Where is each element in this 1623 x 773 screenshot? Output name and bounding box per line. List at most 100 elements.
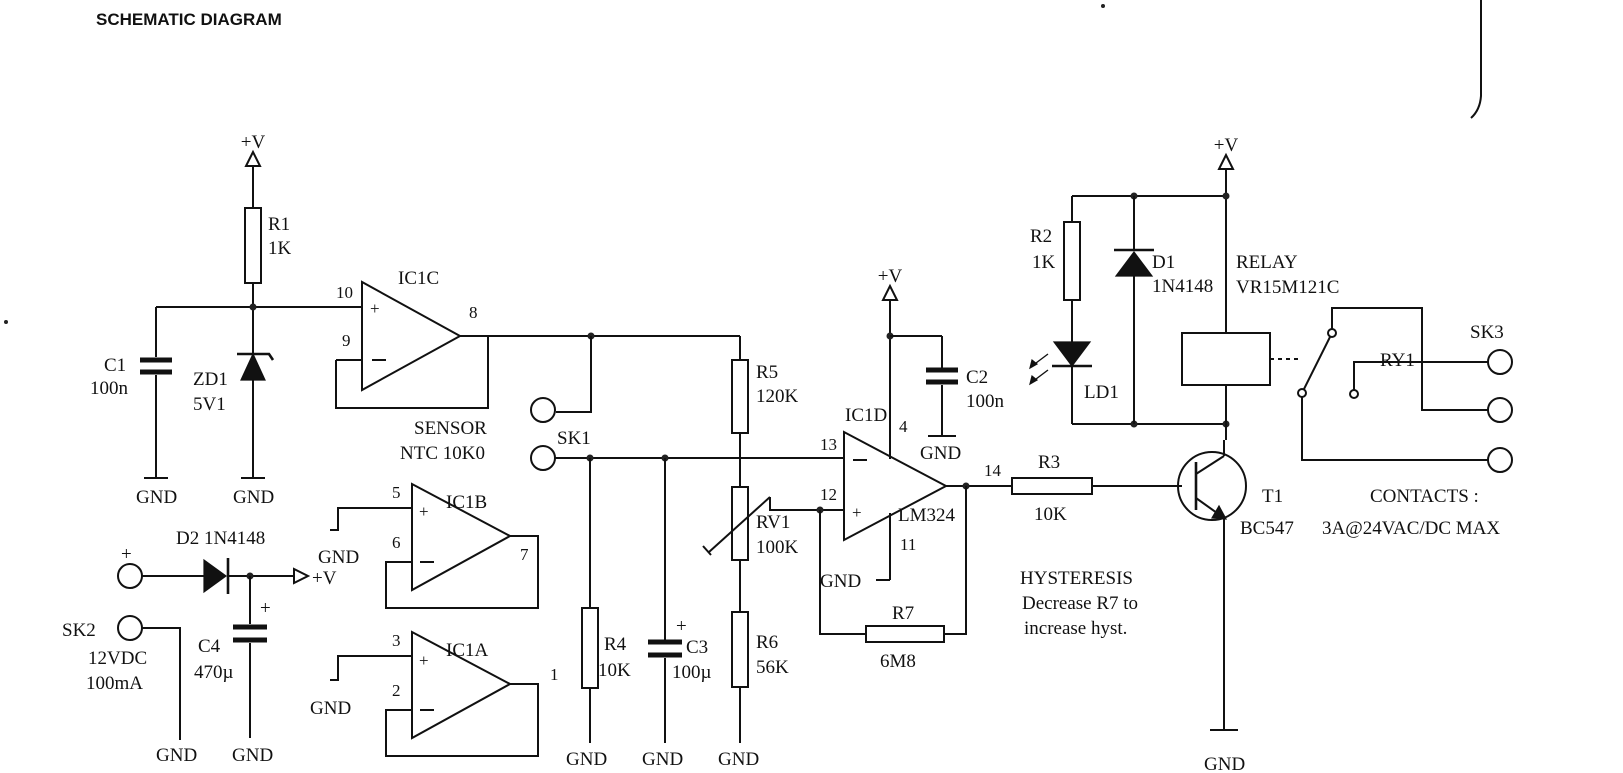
- hysteresis-note: increase hyst.: [1024, 618, 1127, 639]
- contacts-label: CONTACTS :: [1370, 486, 1479, 507]
- power-terminal-negative[interactable]: [117, 615, 143, 641]
- gnd-label: GND: [566, 749, 607, 770]
- sensor-type: NTC 10K0: [400, 443, 485, 464]
- r4-name: R4: [604, 634, 627, 655]
- d2-label: D2 1N4148: [176, 528, 265, 549]
- capacitor-c2: [926, 367, 958, 385]
- relay-coil: [1181, 332, 1271, 386]
- gnd-label: GND: [1204, 754, 1245, 773]
- sensor-pad-bottom[interactable]: [530, 445, 556, 471]
- r7-name: R7: [892, 603, 914, 624]
- vcc-symbol-relay: +V: [1214, 135, 1238, 170]
- c4-name: C4: [198, 636, 221, 657]
- opamp-ic1a: [411, 630, 513, 740]
- vcc-symbol-ic1d: +V: [878, 266, 903, 301]
- c2-name: C2: [966, 367, 988, 388]
- opamp-ic1b: [411, 482, 513, 592]
- zd1-name: ZD1: [193, 369, 228, 390]
- power-terminal-positive[interactable]: [117, 563, 143, 589]
- d1-value: 1N4148: [1152, 276, 1213, 297]
- terminal-sk3-nc[interactable]: [1487, 447, 1513, 473]
- ic1d-pin13: 13: [820, 435, 837, 454]
- hysteresis-note: Decrease R7 to: [1022, 593, 1138, 614]
- sk1-name: SK1: [557, 428, 591, 449]
- r4-value: 10K: [598, 660, 631, 681]
- vcc-output-arrow: +V: [293, 567, 337, 589]
- hysteresis-title: HYSTERESIS: [1020, 568, 1133, 589]
- ic1d-part: LM324: [898, 505, 956, 526]
- page-title: SCHEMATIC DIAGRAM: [96, 10, 282, 29]
- ld1-name: LD1: [1084, 382, 1119, 403]
- resistor-r4: [581, 607, 599, 689]
- c4-plus: +: [260, 598, 271, 619]
- resistor-r5: [731, 359, 749, 434]
- capacitor-c1: [140, 357, 172, 375]
- ic1c-name: IC1C: [398, 268, 439, 289]
- scan-speck: [1101, 4, 1105, 8]
- gnd-label: GND: [642, 749, 683, 770]
- r3-name: R3: [1038, 452, 1060, 473]
- r7-value: 6M8: [880, 651, 916, 672]
- ic1d-pin14: 14: [984, 461, 1002, 480]
- r2-value: 1K: [1032, 252, 1056, 273]
- vcc-symbol-r1: +V: [241, 132, 266, 167]
- zener-diode-zd1: [237, 352, 275, 381]
- ic1d-pin12: 12: [820, 485, 837, 504]
- relay-part: VR15M121C: [1236, 277, 1339, 298]
- svg-text:+: +: [419, 502, 429, 521]
- sk2-current: 100mA: [86, 673, 143, 694]
- r3-value: 10K: [1034, 504, 1067, 525]
- resistor-r1: [244, 207, 262, 284]
- svg-text:+V: +V: [312, 568, 337, 589]
- c3-value: 100µ: [672, 662, 712, 683]
- diode-d2: [203, 558, 230, 594]
- ic1d-pin11: 11: [900, 535, 916, 554]
- c1-name: C1: [104, 355, 126, 376]
- ic1b-pin5: 5: [392, 483, 401, 502]
- led-ld1: [1029, 341, 1092, 386]
- ic1a-name: IC1A: [446, 640, 489, 661]
- ic1b-pin7: 7: [520, 545, 529, 564]
- d1-name: D1: [1152, 252, 1175, 273]
- opamp-ic1d: [843, 430, 949, 542]
- terminal-sk3: [1487, 349, 1513, 473]
- ic1c-pin9: 9: [342, 331, 351, 350]
- r6-value: 56K: [756, 657, 789, 678]
- diode-d1: [1114, 248, 1154, 277]
- rv1-name: RV1: [756, 512, 790, 533]
- sk2-voltage: 12VDC: [88, 648, 147, 669]
- c1-value: 100n: [90, 378, 129, 399]
- relay-switch-arm: [1301, 332, 1333, 394]
- svg-text:+V: +V: [241, 132, 266, 153]
- sk2-name: SK2: [62, 620, 96, 641]
- sk3-name: SK3: [1470, 322, 1504, 343]
- svg-text:+V: +V: [878, 266, 903, 287]
- opamp-ic1c: [361, 280, 463, 392]
- ry1-name: RY1: [1380, 350, 1415, 371]
- ic1c-pin8: 8: [469, 303, 478, 322]
- ic1a-pin1: 1: [550, 665, 559, 684]
- gnd-label: GND: [718, 749, 759, 770]
- svg-text:+: +: [852, 503, 862, 522]
- c3-name: C3: [686, 637, 708, 658]
- sensor-pad-top[interactable]: [530, 397, 556, 423]
- capacitor-c4: [233, 624, 267, 643]
- t1-name: T1: [1262, 486, 1283, 507]
- resistor-r2: [1063, 221, 1081, 301]
- c4-value: 470µ: [194, 662, 234, 683]
- c3-plus: +: [676, 616, 687, 637]
- r2-name: R2: [1030, 226, 1052, 247]
- terminal-sk3-com[interactable]: [1487, 397, 1513, 423]
- sk2-plus: +: [121, 544, 132, 565]
- zd1-value: 5V1: [193, 394, 226, 415]
- gnd-label: GND: [920, 443, 961, 464]
- ic1b-pin6: 6: [392, 533, 401, 552]
- gnd-label: GND: [820, 571, 861, 592]
- resistor-r6: [731, 611, 749, 688]
- gnd-label: GND: [156, 745, 197, 766]
- relay-title: RELAY: [1236, 252, 1298, 273]
- gnd-label: GND: [310, 698, 351, 719]
- terminal-sk3-no[interactable]: [1487, 349, 1513, 375]
- capacitor-c3: [648, 639, 682, 658]
